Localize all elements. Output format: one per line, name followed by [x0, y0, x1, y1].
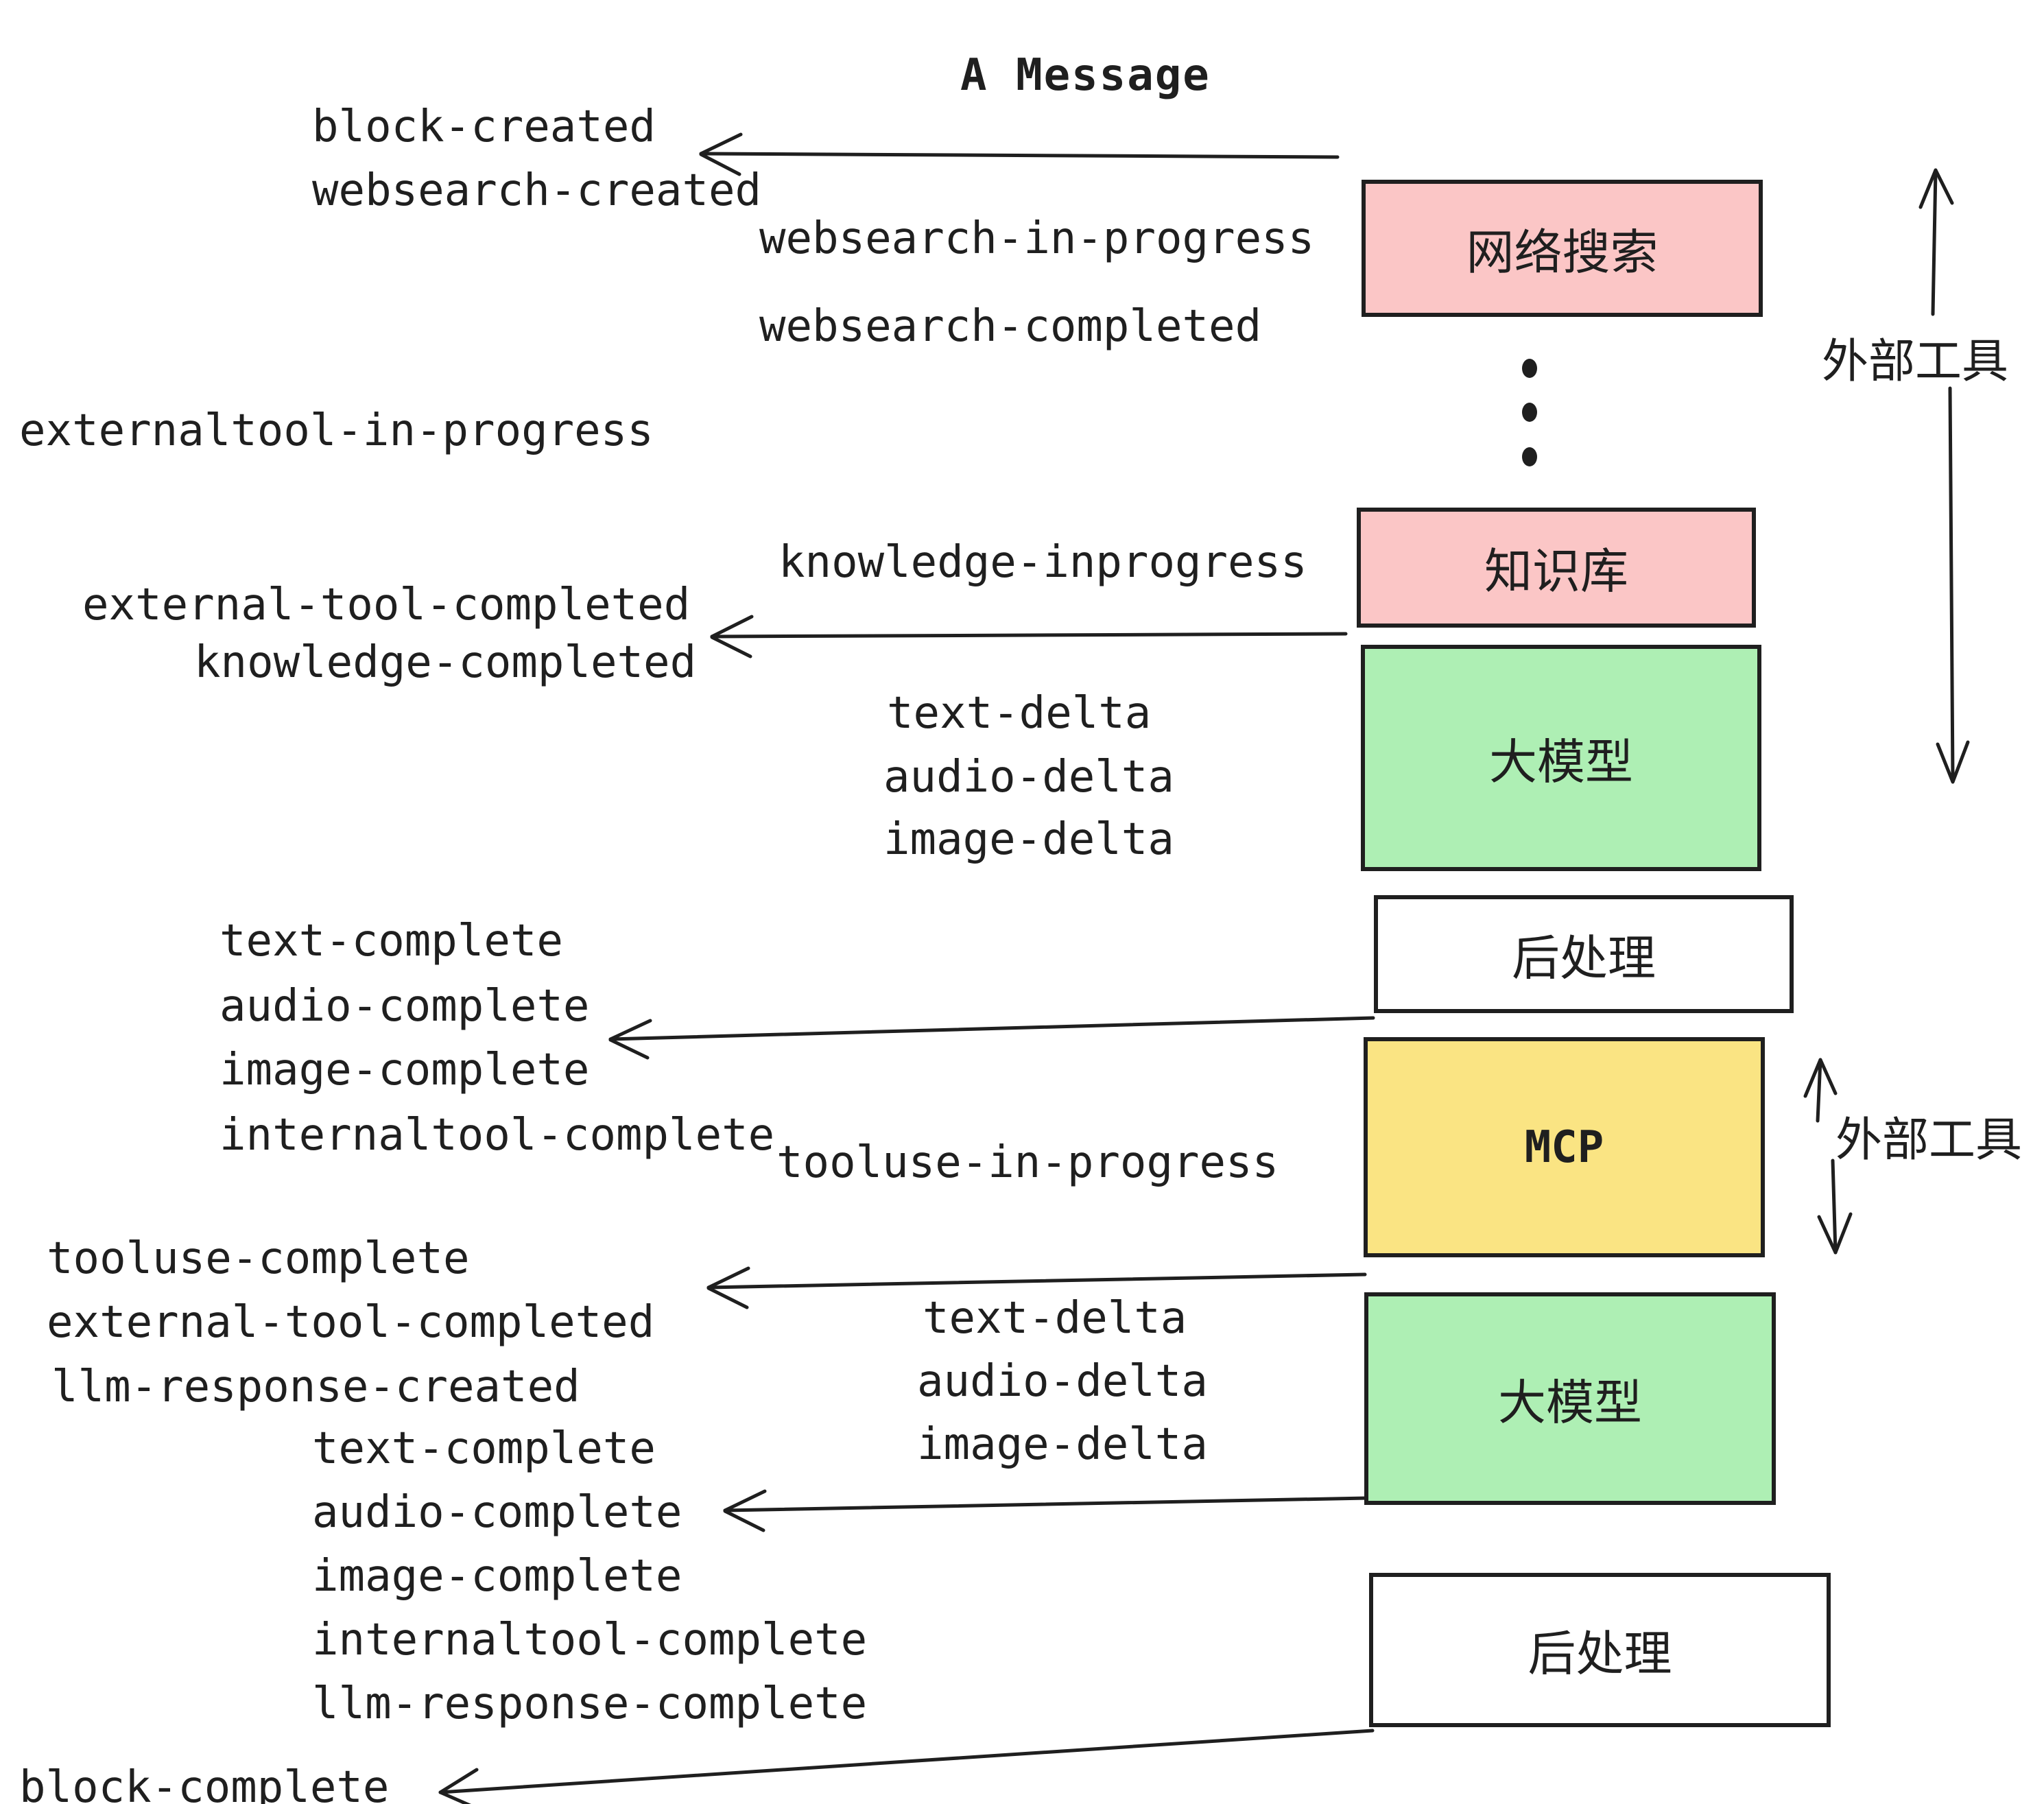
event-label-knowledge-completed: knowledge-completed [194, 637, 697, 688]
node-postprocess-2: 后处理 [1369, 1573, 1831, 1727]
event-label-llm-response-complete: llm-response-complete [312, 1678, 868, 1729]
event-label-external-tool-completed-2: external-tool-completed [47, 1297, 655, 1348]
event-label-text-complete: text-complete [219, 916, 563, 966]
event-label-image-delta-2: image-delta [917, 1419, 1208, 1470]
node-llm: 大模型 [1361, 645, 1761, 871]
event-label-image-complete: image-complete [219, 1045, 590, 1095]
event-label-external-tool-completed: external-tool-completed [82, 580, 691, 630]
event-label-knowledge-inprogress: knowledge-inprogress [779, 537, 1307, 588]
event-label-audio-delta: audio-delta [883, 752, 1174, 803]
external-tools-2-up-arrow [1803, 1058, 1838, 1123]
event-label-image-complete-2: image-complete [312, 1551, 682, 1602]
event-label-internaltool-complete: internaltool-complete [219, 1110, 775, 1161]
event-label-websearch-in-progress: websearch-in-progress [759, 213, 1315, 264]
arrow-to-knowledge-completed [710, 615, 1348, 658]
arrow-to-websearch-created [699, 132, 1340, 176]
event-label-text-complete-2: text-complete [312, 1423, 656, 1474]
event-label-block-created: block-created [312, 102, 656, 152]
event-label-internaltool-complete-2: internaltool-complete [312, 1615, 868, 1665]
event-label-websearch-completed: websearch-completed [759, 301, 1262, 352]
external-tools-down-arrow [1936, 386, 1970, 784]
event-label-audio-complete: audio-complete [219, 981, 590, 1032]
event-label-text-delta-2: text-delta [923, 1293, 1187, 1344]
event-label-text-delta: text-delta [887, 688, 1152, 739]
node-websearch: 网络搜索 [1362, 180, 1763, 317]
node-postprocess: 后处理 [1374, 895, 1794, 1013]
event-label-llm-response-created: llm-response-created [51, 1362, 580, 1412]
external-tools-up-arrow [1918, 168, 1954, 316]
event-label-websearch-created: websearch-created [312, 165, 762, 216]
arrow-to-audio-complete [723, 1489, 1369, 1532]
arrow-to-block-complete [438, 1729, 1375, 1804]
external-tools-annotation: 外部工具 [1822, 335, 2009, 389]
event-label-audio-delta-2: audio-delta [917, 1356, 1208, 1407]
arrow-to-image-complete [608, 1016, 1375, 1060]
event-label-externaltool-in-progress: externaltool-in-progress [19, 405, 654, 456]
external-tools-annotation-2: 外部工具 [1835, 1113, 2023, 1167]
diagram-title: A Message [960, 50, 1211, 101]
arrow-to-tooluse-complete [706, 1266, 1367, 1309]
node-knowledge-base: 知识库 [1357, 508, 1756, 628]
ellipsis-dots [1522, 359, 1537, 466]
external-tools-2-down-arrow [1817, 1159, 1853, 1255]
event-label-audio-complete-2: audio-complete [312, 1487, 682, 1538]
node-mcp: MCP [1364, 1037, 1765, 1257]
node-llm-2: 大模型 [1364, 1292, 1776, 1505]
event-label-tooluse-complete: tooluse-complete [47, 1233, 470, 1284]
event-label-block-complete: block-complete [19, 1762, 390, 1804]
event-label-image-delta: image-delta [883, 814, 1174, 865]
event-label-tooluse-in-progress: tooluse-in-progress [776, 1137, 1279, 1188]
